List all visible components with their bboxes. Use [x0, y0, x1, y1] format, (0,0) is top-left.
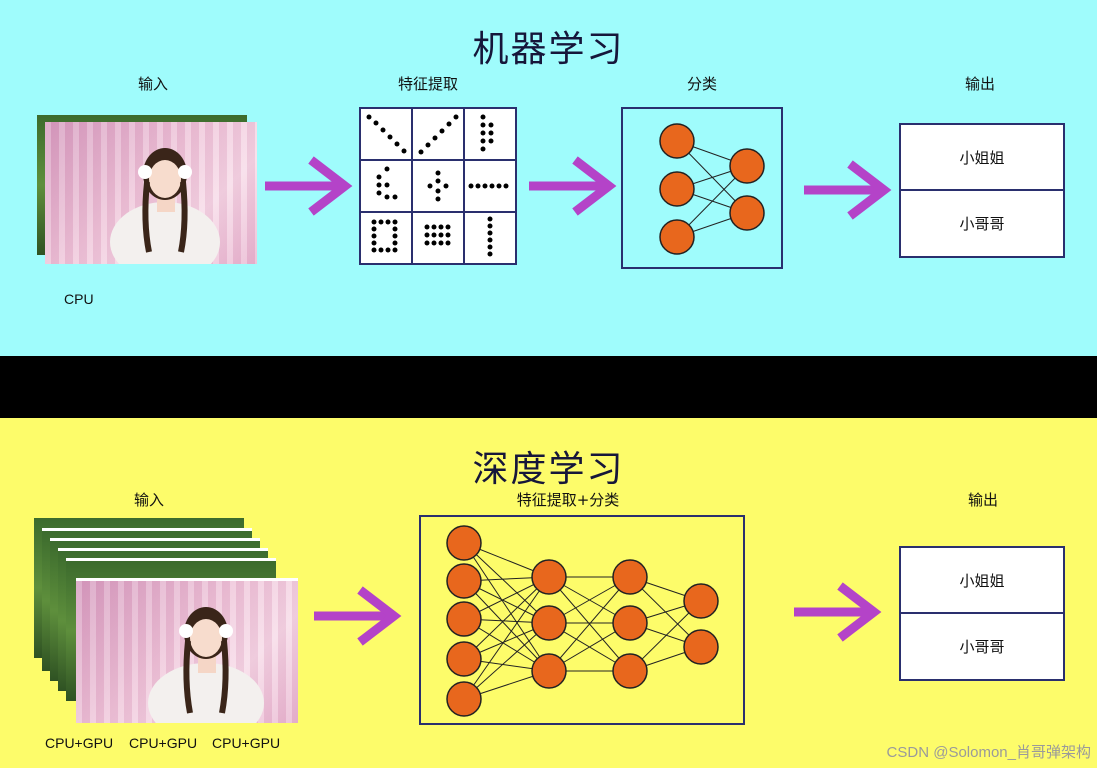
dl-arrow-1-icon — [314, 586, 402, 646]
feature-extraction-grid — [359, 107, 517, 265]
dl-output-boy: 小哥哥 — [959, 638, 1005, 656]
ml-output-box: 小姐姐 小哥哥 — [899, 123, 1065, 258]
ml-classify-label: 分类 — [686, 75, 717, 93]
network-link — [463, 580, 550, 672]
network-link — [548, 576, 631, 672]
ml-classifier-network — [621, 107, 783, 269]
dl-hardware-label-2: CPU+GPU — [129, 735, 198, 751]
ml-feature-label: 特征提取 — [397, 75, 458, 93]
dl-output-girl: 小姐姐 — [959, 571, 1005, 590]
network-link — [463, 542, 550, 624]
network-link — [463, 576, 550, 700]
ml-arrow-2-icon — [529, 156, 617, 216]
ml-arrow-3-icon — [804, 160, 892, 220]
ml-title: 机器学习 — [472, 29, 625, 70]
ml-arrow-1-icon — [265, 156, 353, 216]
dl-hardware-label-1: CPU+GPU — [45, 735, 114, 751]
network-link — [463, 542, 550, 672]
watermark: CSDN @Solomon_肖哥弹架构 — [886, 744, 1091, 761]
network-node — [612, 653, 648, 689]
ml-output-boy: 小哥哥 — [959, 215, 1005, 233]
dl-input-photo — [76, 578, 298, 723]
dl-feature-classify-label: 特征提取+分类 — [516, 491, 620, 509]
person-figure-icon — [110, 148, 220, 264]
network-node — [612, 605, 648, 641]
network-node — [446, 525, 482, 561]
network-node — [683, 583, 719, 619]
dl-deep-network — [419, 515, 745, 725]
ml-input-label: 输入 — [137, 75, 168, 93]
person-figure-icon — [148, 607, 264, 723]
network-node — [446, 641, 482, 677]
ml-output-girl: 小姐姐 — [959, 148, 1005, 167]
deep-learning-panel: 深度学习 输入 特征提取+分类 输出 CPU+GPU CPU+GPU CPU+G… — [0, 418, 1097, 768]
network-node — [446, 681, 482, 717]
network-node — [531, 559, 567, 595]
network-node — [531, 605, 567, 641]
dl-output-label: 输出 — [967, 491, 998, 509]
dl-arrow-2-icon — [794, 582, 882, 642]
dl-input-label: 输入 — [133, 491, 164, 509]
network-link — [463, 576, 550, 660]
machine-learning-panel: 机器学习 输入 特征提取 分类 输出 CPU — [0, 0, 1097, 356]
ml-output-label: 输出 — [964, 75, 995, 93]
ml-input-photo — [45, 122, 257, 264]
network-node — [446, 601, 482, 637]
dl-output-box: 小姐姐 小哥哥 — [899, 546, 1065, 681]
network-node — [612, 559, 648, 595]
dl-hardware-label-3: CPU+GPU — [212, 735, 281, 751]
network-node — [531, 653, 567, 689]
dl-title: 深度学习 — [472, 449, 625, 490]
network-link — [463, 622, 550, 700]
network-node — [683, 629, 719, 665]
network-node — [446, 563, 482, 599]
ml-hardware-label: CPU — [64, 291, 94, 307]
